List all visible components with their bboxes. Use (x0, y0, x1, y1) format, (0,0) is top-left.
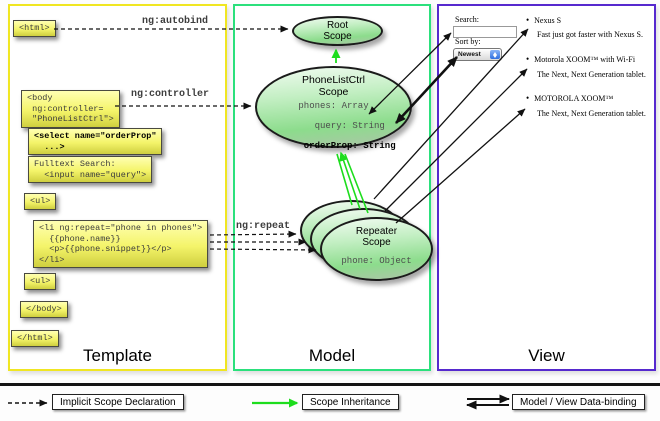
phonelistctrl-scope-ellipse: PhoneListCtrl Scope phones: Array query:… (255, 66, 412, 151)
bullet-icon: • (526, 54, 530, 64)
code-box-ul-open: <ul> (24, 193, 57, 210)
sort-by-label: Sort by: (455, 37, 481, 46)
list-item-title: •Nexus S (526, 15, 562, 25)
root-scope-ellipse: Root Scope (292, 16, 383, 46)
dropdown-stepper-icon (490, 50, 500, 59)
phonelistctrl-scope-props: phones: Array query: String orderProp: S… (257, 101, 410, 151)
code-box-ul-close: <ul> (24, 273, 57, 290)
repeater-scope-ellipse-front: Repeater Scope phone: Object (320, 217, 433, 281)
sort-dropdown-value: Newest (458, 51, 481, 58)
legend-scope-inheritance: Scope Inheritance (302, 394, 399, 410)
list-item-snippet: The Next, Next Generation tablet. (537, 109, 646, 118)
prop-phone: phone: Object (341, 256, 412, 266)
code-box-fulltext-search: Fulltext Search: <input name="query"> (28, 156, 153, 183)
search-label: Search: (455, 15, 479, 24)
ng-autobind-label: ng:autobind (142, 16, 209, 27)
code-box-html-open: <html> (13, 20, 56, 37)
phonelistctrl-scope-title: PhoneListCtrl Scope (301, 74, 366, 98)
model-panel-title: Model (308, 346, 356, 365)
code-box-select: <select name="orderProp" ...> (28, 128, 163, 155)
prop-orderprop: orderProp: String (303, 141, 396, 151)
search-input[interactable] (453, 26, 517, 38)
legend-model-view-data-binding: Model / View Data-binding (512, 394, 645, 410)
list-item-snippet: The Next, Next Generation tablet. (537, 70, 646, 79)
code-box-li-repeat: <li ng:repeat="phone in phones"> {{phone… (33, 220, 209, 268)
list-item-title: •Motorola XOOM™ with Wi-Fi (526, 54, 636, 64)
legend-separator-line (0, 383, 660, 386)
model-panel (233, 4, 431, 371)
bullet-icon: • (526, 93, 530, 103)
root-scope-title: Root Scope (323, 20, 352, 42)
code-box-body-open: <body ng:controller= "PhoneListCtrl"> (21, 90, 120, 128)
code-box-html-close: </html> (11, 330, 59, 347)
prop-query: query: String (314, 121, 385, 131)
legend-implicit-scope-declaration: Implicit Scope Declaration (52, 394, 184, 410)
view-panel-title: View (528, 346, 565, 365)
repeater-scope-title: Repeater Scope (355, 226, 398, 248)
code-box-body-close: </body> (20, 301, 68, 318)
ng-controller-label: ng:controller (131, 89, 210, 100)
ng-repeat-label: ng:repeat (236, 221, 291, 232)
prop-phones: phones: Array (298, 101, 369, 111)
template-panel-title: Template (83, 346, 152, 365)
bullet-icon: • (526, 15, 530, 25)
sort-dropdown[interactable]: Newest (453, 48, 502, 61)
list-item-title: •MOTOROLA XOOM™ (526, 93, 614, 103)
list-item-snippet: Fast just got faster with Nexus S. (537, 30, 643, 39)
